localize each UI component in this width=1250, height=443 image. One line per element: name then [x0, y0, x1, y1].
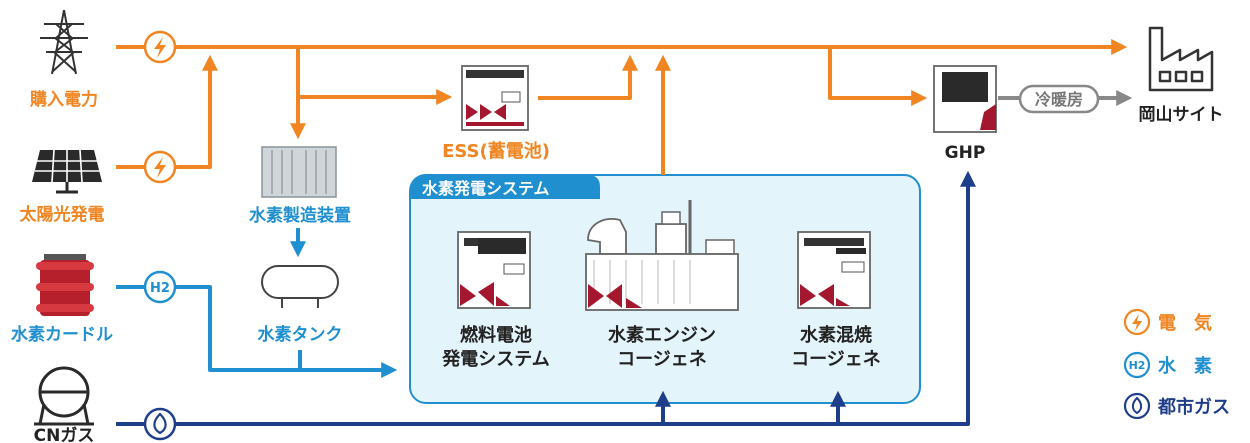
heating-label: 冷暖房 — [1035, 90, 1083, 109]
electrolyzer-icon — [261, 146, 337, 198]
fuel-cell-label-1: 燃料電池 — [460, 324, 532, 346]
source-solar-label: 太陽光発電 — [20, 204, 105, 225]
power-tower-icon — [40, 9, 88, 75]
engine-label-2: コージェネ — [617, 349, 707, 370]
hydrogen-cylinder-icon — [36, 254, 94, 316]
solar-panel-icon — [32, 149, 102, 194]
ess-discharge-line — [538, 54, 638, 100]
bolt-badge-grid — [143, 30, 177, 64]
source-grid-label: 購入電力 — [30, 89, 98, 110]
source-h2-cart-label: 水素カードル — [11, 324, 113, 345]
factory-icon — [1148, 26, 1214, 92]
fuel-cell-unit-icon — [457, 231, 531, 309]
h2-cofiring-unit-icon — [797, 231, 871, 309]
electricity-lines — [116, 39, 1128, 175]
city-gas-lines — [116, 170, 976, 426]
engine-label-1: 水素エンジン — [608, 324, 716, 346]
h2-engine-unit-icon — [585, 200, 739, 311]
ess-unit-icon — [461, 65, 529, 131]
flame-badge-gas — [143, 407, 177, 441]
ess-label: ESS(蓄電池) — [442, 140, 550, 162]
ghp-unit-icon — [933, 65, 997, 133]
hydrogen-tank-icon — [261, 265, 339, 308]
legend-item-city-gas: 都市ガス — [1123, 392, 1230, 420]
legend-item-hydrogen: H2 水 素 — [1123, 351, 1212, 379]
legend-city-gas-label: 都市ガス — [1157, 396, 1230, 418]
city-gas-main-line — [116, 170, 976, 426]
legend-h2-icon-text: H2 — [1129, 359, 1146, 372]
fuel-cell-label-2: 発電システム — [441, 348, 549, 370]
panel-title: 水素発電システム — [422, 179, 550, 198]
gas-tank-icon — [34, 366, 94, 426]
ghp-label: GHP — [945, 143, 986, 163]
legend-item-electricity: 電 気 — [1123, 308, 1212, 336]
heating-badge — [1018, 84, 1100, 114]
bolt-icon — [154, 157, 166, 178]
bolt-icon — [154, 37, 166, 58]
legend-hydrogen-label: 水 素 — [1158, 355, 1212, 377]
panel-title-tab — [410, 175, 600, 199]
bolt-badge-solar — [143, 150, 177, 184]
electrolyzer-label: 水素製造装置 — [249, 205, 351, 226]
bolt-icon — [1132, 314, 1142, 331]
site-label: 岡山サイト — [1139, 105, 1224, 125]
source-cn-gas-label: CNガス — [34, 426, 95, 443]
flame-icon — [1131, 396, 1143, 415]
ghp-power-line — [828, 47, 928, 106]
legend-electricity-label: 電 気 — [1158, 312, 1212, 334]
cofiring-label-1: 水素混焼 — [800, 324, 872, 346]
flame-icon — [153, 412, 167, 435]
cofiring-label-2: コージェネ — [791, 349, 881, 370]
h2-tank-label: 水素タンク — [258, 324, 343, 345]
h2-badge-text: H2 — [150, 281, 170, 296]
h2-badge-cart: H2 — [143, 270, 177, 304]
legend: 電 気 H2 水 素 都市ガス — [1123, 308, 1230, 420]
